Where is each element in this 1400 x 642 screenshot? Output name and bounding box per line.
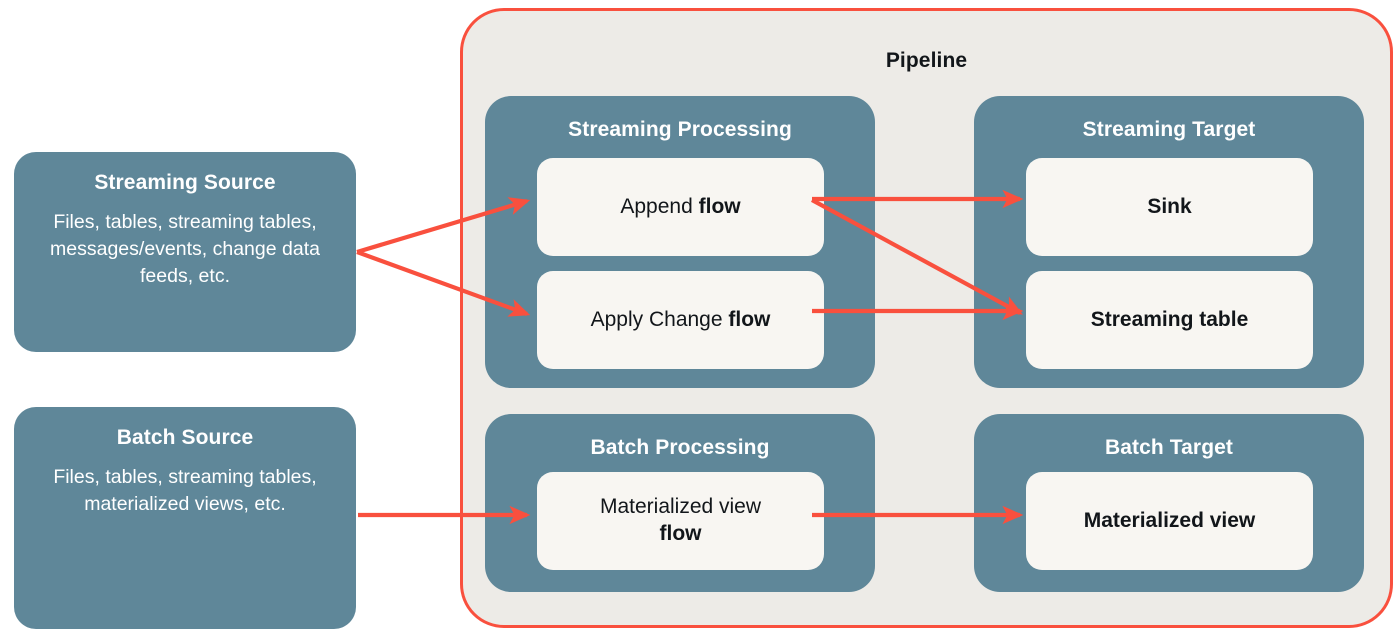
node-apply-change-flow: Apply Change flow xyxy=(537,271,824,369)
pipeline-container: Pipeline Streaming Processing Append flo… xyxy=(460,8,1393,628)
node-append-flow-label: Append flow xyxy=(620,194,740,221)
node-sink-label: Sink xyxy=(1147,194,1192,218)
streaming-target-group: Streaming Target Sink Streaming table xyxy=(974,96,1364,388)
batch-source-box: Batch Source Files, tables, streaming ta… xyxy=(14,407,356,629)
streaming-source-description: Files, tables, streaming tables, message… xyxy=(50,211,320,287)
node-materialized-view-flow: Materialized view flow xyxy=(537,472,824,570)
node-apply-change-flow-prefix: Apply Change xyxy=(590,307,729,331)
node-append-flow-prefix: Append xyxy=(620,194,699,218)
batch-target-title: Batch Target xyxy=(1105,436,1233,459)
streaming-source-box: Streaming Source Files, tables, streamin… xyxy=(14,152,356,352)
node-materialized-view-flow-bold: flow xyxy=(659,522,702,545)
batch-target-group: Batch Target Materialized view xyxy=(974,414,1364,592)
streaming-processing-group: Streaming Processing Append flow Apply C… xyxy=(485,96,875,388)
batch-source-description: Files, tables, streaming tables, materia… xyxy=(53,466,317,516)
node-materialized-view-label: Materialized view xyxy=(1083,508,1256,532)
node-streaming-table: Streaming table xyxy=(1026,271,1313,369)
node-materialized-view-flow-label: Materialized view flow xyxy=(600,494,761,548)
node-append-flow: Append flow xyxy=(537,158,824,256)
node-streaming-table-label: Streaming table xyxy=(1090,307,1249,331)
node-apply-change-flow-bold: flow xyxy=(728,307,771,331)
streaming-processing-title: Streaming Processing xyxy=(568,118,792,141)
batch-processing-group: Batch Processing Materialized view flow xyxy=(485,414,875,592)
batch-source-title: Batch Source xyxy=(116,426,254,449)
streaming-target-title: Streaming Target xyxy=(1082,118,1256,141)
streaming-source-title: Streaming Source xyxy=(94,171,276,194)
pipeline-title: Pipeline xyxy=(885,49,968,72)
node-append-flow-bold: flow xyxy=(698,194,741,218)
node-apply-change-flow-label: Apply Change flow xyxy=(591,307,771,334)
batch-processing-title: Batch Processing xyxy=(590,436,770,459)
node-materialized-view: Materialized view xyxy=(1026,472,1313,570)
node-sink: Sink xyxy=(1026,158,1313,256)
node-materialized-view-flow-prefix: Materialized view xyxy=(599,495,762,519)
